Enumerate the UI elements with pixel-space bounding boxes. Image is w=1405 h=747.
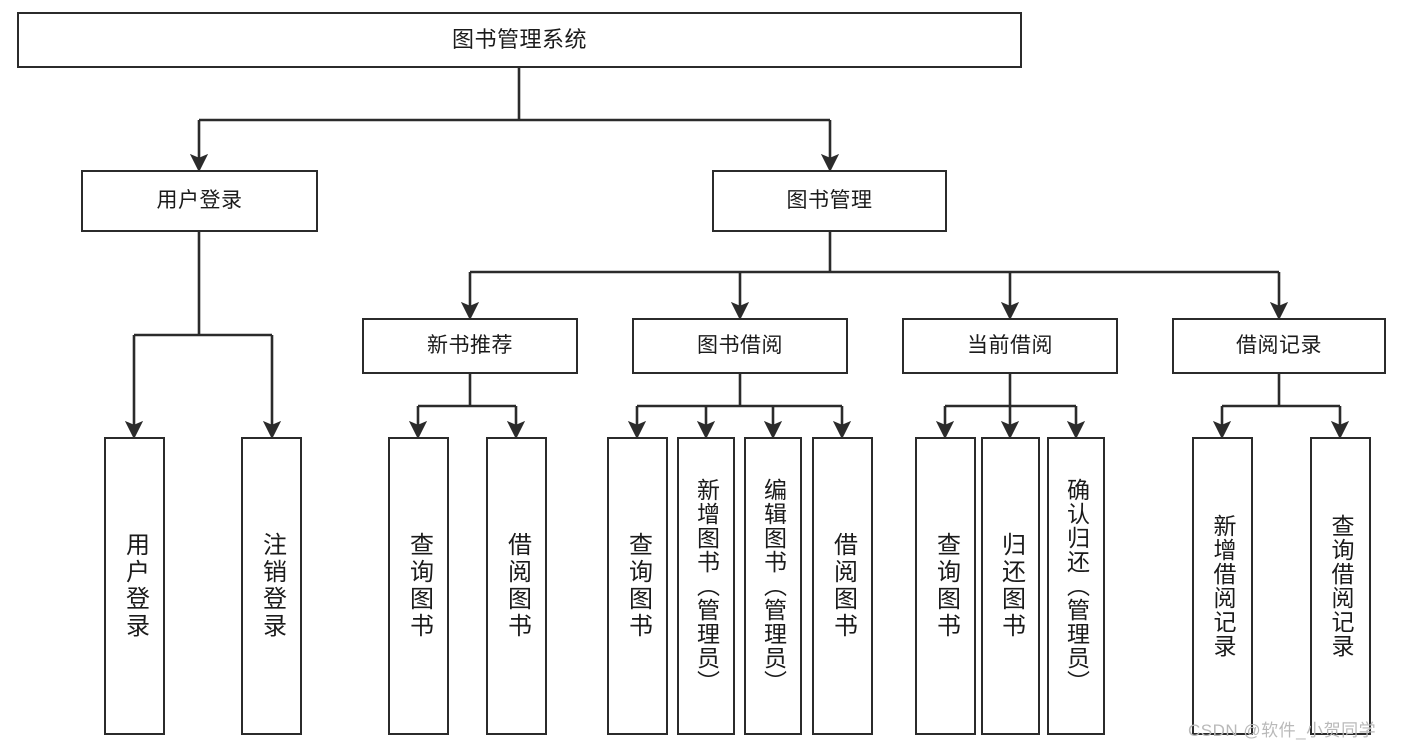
node-label: 借阅图书 (829, 532, 857, 640)
node-label: 查询图书 (624, 532, 652, 640)
node-leaf-query-borrow-record[interactable]: 查询借阅记录 (1310, 437, 1371, 735)
node-label: 查询图书 (405, 532, 433, 640)
node-leaf-query-book-recommend[interactable]: 查询图书 (388, 437, 449, 735)
node-new-book-recommend[interactable]: 新书推荐 (362, 318, 578, 374)
node-borrow-record[interactable]: 借阅记录 (1172, 318, 1386, 374)
watermark: CSDN @软件_小贺同学 (1188, 721, 1377, 740)
node-label: 注销登录 (258, 532, 286, 640)
node-label: 借阅记录 (1236, 333, 1322, 357)
node-label: 用户登录 (156, 188, 243, 212)
node-label: 图书管理系统 (451, 27, 587, 53)
node-leaf-add-book-admin[interactable]: 新增图书（管理员） (677, 437, 735, 735)
node-current-borrow[interactable]: 当前借阅 (902, 318, 1118, 374)
node-label: 图书管理 (786, 188, 873, 212)
node-leaf-borrow-book[interactable]: 借阅图书 (812, 437, 873, 735)
node-leaf-query-book-current[interactable]: 查询图书 (915, 437, 976, 735)
node-leaf-borrow-book-recommend[interactable]: 借阅图书 (486, 437, 547, 735)
node-leaf-return-book[interactable]: 归还图书 (981, 437, 1040, 735)
node-leaf-query-book-borrow[interactable]: 查询图书 (607, 437, 668, 735)
node-label: 确认归还（管理员） (1063, 478, 1090, 694)
node-book-management[interactable]: 图书管理 (712, 170, 947, 232)
node-user-login[interactable]: 用户登录 (81, 170, 318, 232)
node-label: 图书借阅 (697, 333, 783, 357)
node-label: 查询借阅记录 (1328, 514, 1354, 658)
node-leaf-add-borrow-record[interactable]: 新增借阅记录 (1192, 437, 1253, 735)
node-label: 归还图书 (997, 532, 1025, 640)
node-label: 用户登录 (121, 532, 149, 640)
node-label: 新增借阅记录 (1210, 514, 1236, 658)
node-leaf-confirm-return-admin[interactable]: 确认归还（管理员） (1047, 437, 1105, 735)
node-label: 新增图书（管理员） (693, 478, 720, 694)
node-root-book-management-system[interactable]: 图书管理系统 (17, 12, 1022, 68)
node-label: 新书推荐 (427, 333, 513, 357)
node-leaf-user-logout[interactable]: 注销登录 (241, 437, 302, 735)
node-leaf-edit-book-admin[interactable]: 编辑图书（管理员） (744, 437, 802, 735)
node-label: 当前借阅 (967, 333, 1053, 357)
node-label: 借阅图书 (503, 532, 531, 640)
node-label: 查询图书 (932, 532, 960, 640)
node-leaf-user-login[interactable]: 用户登录 (104, 437, 165, 735)
node-book-borrow[interactable]: 图书借阅 (632, 318, 848, 374)
node-label: 编辑图书（管理员） (760, 478, 787, 694)
